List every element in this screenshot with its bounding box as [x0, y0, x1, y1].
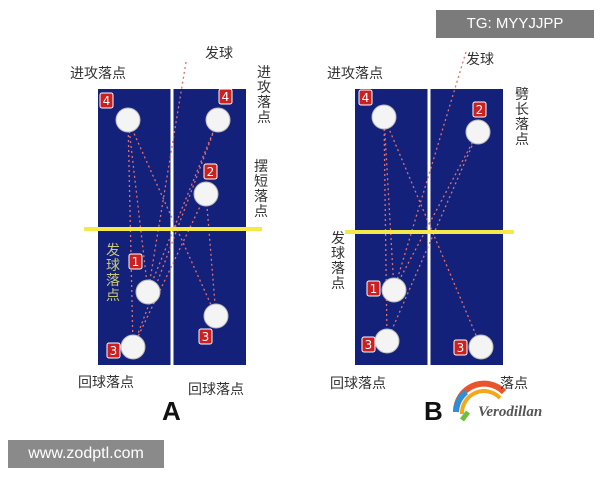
marker-a-3-right: 3 — [202, 330, 210, 344]
marker-b-2: 2 — [476, 103, 484, 117]
verodillan-logo-mark — [452, 380, 507, 422]
marker-a-4-right: 4 — [222, 90, 230, 104]
diagram-a-letter: A — [162, 396, 181, 426]
table-b-balls — [371, 104, 494, 360]
label-a-short: 摆短落点 — [254, 159, 268, 220]
label-a-attack-left: 进攻落点 — [70, 66, 126, 82]
ball — [135, 279, 161, 305]
watermark-tg: TG: MYYJJPP — [436, 10, 594, 38]
label-b-serve-landing: 发球落点 — [331, 231, 345, 292]
ball — [374, 328, 400, 354]
ball — [465, 119, 491, 145]
table-b-trajectories — [383, 51, 482, 348]
label-a-serve-landing: 发球落点 — [106, 243, 120, 304]
ball — [193, 181, 219, 207]
label-b-return-left: 回球落点 — [330, 376, 386, 392]
marker-b-3-left: 3 — [365, 338, 373, 352]
marker-a-3-left: 3 — [110, 344, 118, 358]
table-b-markers: 4 2 1 3 3 — [358, 89, 487, 356]
logo-text: Verodillan — [478, 404, 543, 420]
marker-a-4-left: 4 — [103, 94, 111, 108]
ball — [120, 334, 146, 360]
marker-b-1: 1 — [370, 282, 378, 296]
label-a-return-right: 回球落点 — [188, 382, 244, 398]
marker-a-2: 2 — [207, 165, 215, 179]
label-a-attack-right: 进攻落点 — [257, 65, 271, 126]
ball — [381, 277, 407, 303]
table-a: 4 4 2 1 3 3 — [95, 61, 249, 368]
marker-b-3-right: 3 — [457, 341, 465, 355]
label-b-long: 劈长落点 — [515, 87, 529, 148]
label-b-return-right: 落点 — [500, 376, 528, 392]
table-a-balls — [115, 107, 231, 360]
ball — [468, 334, 494, 360]
label-b-serve: 发球 — [466, 52, 494, 68]
marker-b-4: 4 — [362, 91, 370, 105]
table-a-trajectories — [127, 61, 219, 348]
label-a-return-left: 回球落点 — [78, 375, 134, 391]
table-a-markers: 4 4 2 1 3 3 — [99, 88, 233, 359]
ball — [371, 104, 397, 130]
ball — [115, 107, 141, 133]
ball — [203, 303, 229, 329]
table-b: 4 2 1 3 3 — [352, 51, 506, 368]
label-a-serve: 发球 — [205, 46, 233, 62]
ball — [205, 107, 231, 133]
diagram-b-letter: B — [424, 396, 443, 426]
label-b-attack-left: 进攻落点 — [327, 66, 383, 82]
marker-a-1: 1 — [132, 255, 140, 269]
watermark-url: www.zodptl.com — [8, 440, 164, 468]
